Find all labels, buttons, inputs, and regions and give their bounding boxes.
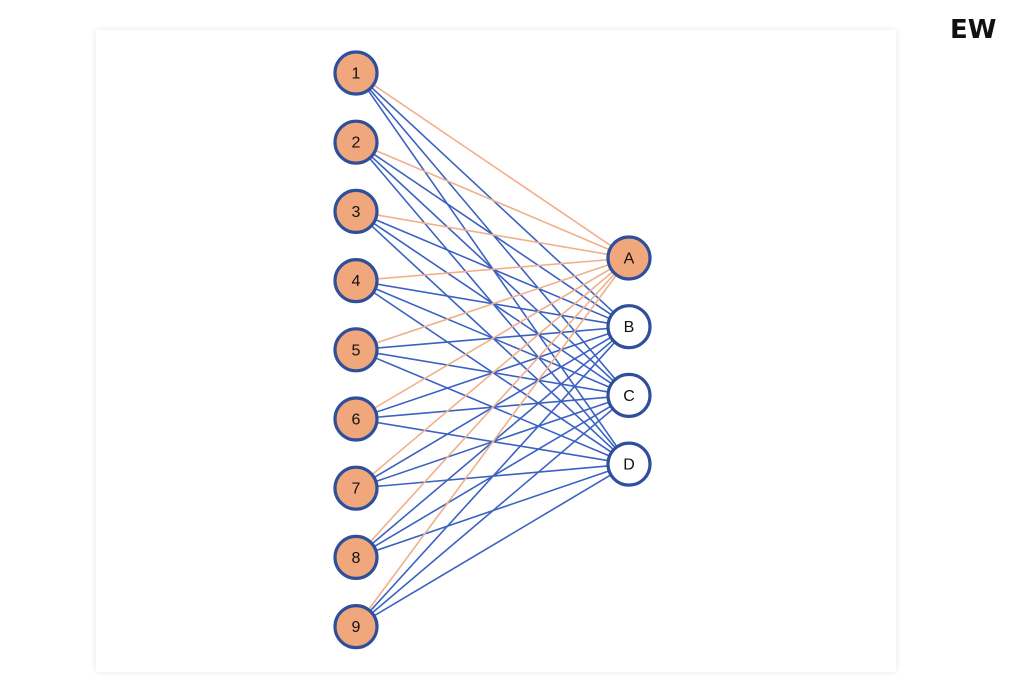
edge-8-A	[355, 257, 630, 558]
edge-6-A	[355, 257, 630, 420]
input-node-label: 9	[352, 619, 361, 636]
input-node-circle	[333, 119, 379, 165]
input-node-circle	[333, 50, 379, 96]
output-node-circle	[606, 235, 652, 281]
input-node-circle	[333, 534, 379, 581]
input-node-label: 2	[352, 135, 361, 152]
output-node-circle	[606, 441, 652, 487]
brand-logo: EW	[950, 15, 996, 42]
output-node-circle	[606, 304, 652, 350]
brand-logo-text: EW	[950, 15, 996, 42]
output-node-label: C	[623, 388, 635, 405]
input-node-1: 1	[333, 50, 379, 96]
input-node-label: 8	[352, 550, 361, 567]
input-node-5: 5	[333, 327, 379, 373]
input-node-label: 6	[352, 412, 361, 429]
edge-4-A	[355, 257, 630, 282]
input-node-label: 4	[352, 273, 361, 290]
output-node-D: D	[606, 441, 652, 487]
input-node-circle	[333, 465, 379, 511]
output-node-B: B	[606, 304, 652, 350]
input-node-label: 3	[352, 204, 361, 221]
edge-9-D	[355, 463, 630, 628]
input-node-8: 8	[333, 534, 379, 581]
edge-2-A	[355, 141, 630, 259]
edge-3-A	[355, 210, 630, 259]
edge-7-D	[355, 463, 630, 489]
input-node-label: 7	[352, 481, 361, 498]
edges-layer	[355, 72, 630, 628]
output-node-C: C	[606, 372, 652, 418]
edge-1-A	[355, 72, 630, 259]
input-node-circle	[333, 258, 379, 304]
output-node-label: A	[624, 251, 635, 268]
output-node-label: D	[623, 457, 635, 474]
input-node-circle	[333, 603, 379, 650]
input-node-7: 7	[333, 465, 379, 511]
input-node-4: 4	[333, 258, 379, 304]
edge-9-A	[355, 257, 630, 628]
diagram-card	[96, 30, 896, 672]
input-node-label: 5	[352, 342, 361, 359]
input-node-label: 1	[352, 66, 361, 83]
input-node-3: 3	[333, 188, 379, 234]
input-node-circle	[333, 327, 379, 373]
output-node-circle	[606, 372, 652, 418]
edge-5-A	[355, 257, 630, 351]
output-node-label: B	[624, 319, 635, 336]
input-node-6: 6	[333, 396, 379, 442]
input-node-9: 9	[333, 603, 379, 650]
nodes-layer: 1 2 3 4 5 6 7 8 9 A B C D	[333, 50, 652, 650]
input-node-circle	[333, 188, 379, 234]
output-node-A: A	[606, 235, 652, 281]
edge-8-D	[355, 463, 630, 559]
input-node-2: 2	[333, 119, 379, 165]
edge-7-A	[355, 257, 630, 489]
input-node-circle	[333, 396, 379, 442]
